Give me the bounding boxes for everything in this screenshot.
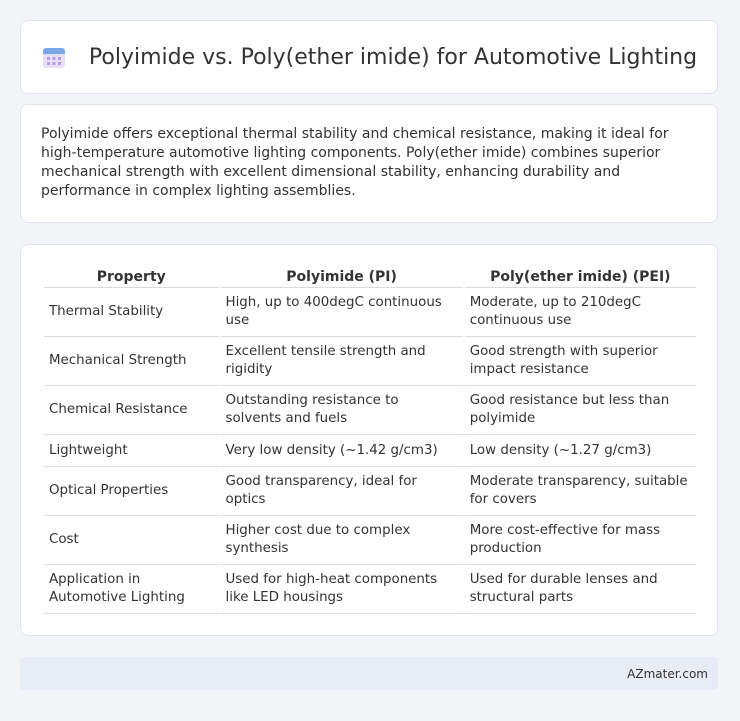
- property-cell: Thermal Stability: [44, 288, 219, 337]
- property-cell: Mechanical Strength: [44, 337, 219, 386]
- table-card: Property Polyimide (PI) Poly(ether imide…: [20, 244, 718, 636]
- property-cell: Cost: [44, 516, 219, 565]
- table-row: Cost Higher cost due to complex synthesi…: [44, 516, 696, 565]
- footer: AZmater.com: [20, 657, 718, 690]
- table-row: Optical Properties Good transparency, id…: [44, 467, 696, 516]
- intro-text: Polyimide offers exceptional thermal sta…: [41, 126, 669, 199]
- pei-cell: Moderate, up to 210degC continuous use: [464, 288, 696, 337]
- property-cell: Chemical Resistance: [44, 386, 219, 435]
- intro-card: Polyimide offers exceptional thermal sta…: [20, 104, 718, 223]
- polyimide-cell: Excellent tensile strength and rigidity: [220, 337, 463, 386]
- comparison-table: Property Polyimide (PI) Poly(ether imide…: [42, 265, 698, 614]
- polyimide-cell: Good transparency, ideal for optics: [220, 467, 463, 516]
- pei-cell: Moderate transparency, suitable for cove…: [464, 467, 696, 516]
- page-title: Polyimide vs. Poly(ether imide) for Auto…: [88, 44, 698, 70]
- table-row: Application in Automotive Lighting Used …: [44, 565, 696, 614]
- footer-site-name: AZmater.com: [627, 666, 708, 681]
- property-cell: Optical Properties: [44, 467, 219, 516]
- title-card: Polyimide vs. Poly(ether imide) for Auto…: [20, 20, 718, 94]
- table-row: Mechanical Strength Excellent tensile st…: [44, 337, 696, 386]
- property-cell: Application in Automotive Lighting: [44, 565, 219, 614]
- polyimide-cell: Very low density (~1.42 g/cm3): [220, 435, 463, 467]
- column-header: Property: [44, 265, 219, 288]
- polyimide-cell: Outstanding resistance to solvents and f…: [220, 386, 463, 435]
- pei-cell: Good strength with superior impact resis…: [464, 337, 696, 386]
- table-header-row: Property Polyimide (PI) Poly(ether imide…: [44, 265, 696, 288]
- calendar-icon: [42, 48, 65, 68]
- column-header: Poly(ether imide) (PEI): [464, 265, 696, 288]
- table-row: Thermal Stability High, up to 400degC co…: [44, 288, 696, 337]
- polyimide-cell: Higher cost due to complex synthesis: [220, 516, 463, 565]
- polyimide-cell: Used for high-heat components like LED h…: [220, 565, 463, 614]
- property-cell: Lightweight: [44, 435, 219, 467]
- pei-cell: Used for durable lenses and structural p…: [464, 565, 696, 614]
- pei-cell: More cost-effective for mass production: [464, 516, 696, 565]
- pei-cell: Good resistance but less than polyimide: [464, 386, 696, 435]
- table-row: Lightweight Very low density (~1.42 g/cm…: [44, 435, 696, 467]
- column-header: Polyimide (PI): [220, 265, 463, 288]
- pei-cell: Low density (~1.27 g/cm3): [464, 435, 696, 467]
- table-row: Chemical Resistance Outstanding resistan…: [44, 386, 696, 435]
- polyimide-cell: High, up to 400degC continuous use: [220, 288, 463, 337]
